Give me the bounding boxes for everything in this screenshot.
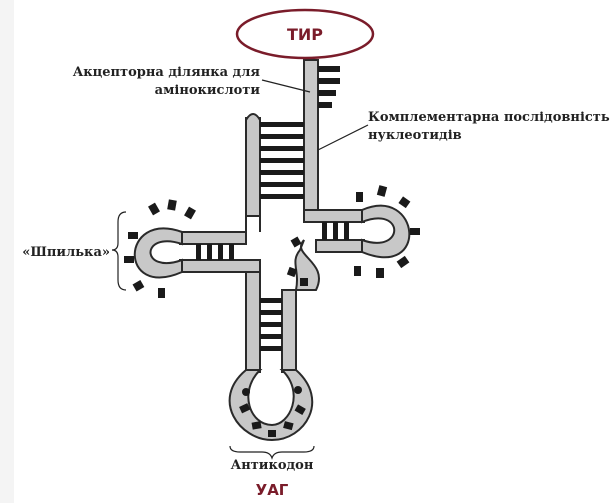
complementary-label-line1: Комплементарна послідовність [368, 110, 610, 125]
acceptor-leader-line [261, 79, 311, 93]
complementary-leader-line [317, 124, 369, 151]
complementary-label-line2: нуклеотидів [368, 128, 462, 143]
codon-label: УАГ [256, 481, 289, 499]
acceptor-stem-base-pairs [260, 122, 304, 199]
hairpin-bracket [111, 211, 127, 291]
t-loop-bases [354, 185, 420, 278]
trna-strand [133, 59, 411, 442]
d-arm-base-pairs [196, 244, 234, 260]
anticodon-loop-bases [239, 386, 306, 437]
hairpin-label: «Шпилька» [22, 245, 110, 260]
amino-acid-badge: ТИР [235, 8, 375, 60]
amino-acid-label: ТИР [287, 25, 323, 44]
acceptor-label-line1: Акцепторна ділянка для [73, 65, 261, 80]
variable-loop-bases [286, 236, 308, 286]
anticodon-bracket [229, 445, 315, 460]
acceptor-3prime-overhang [318, 66, 340, 108]
d-loop-bases [124, 199, 196, 298]
anticodon-stem-base-pairs [260, 298, 282, 351]
acceptor-label-line2: амінокислоти [155, 83, 261, 98]
anticodon-label: Антикодон [231, 458, 314, 473]
t-arm-base-pairs [322, 222, 349, 240]
left-margin-strip [0, 0, 14, 503]
